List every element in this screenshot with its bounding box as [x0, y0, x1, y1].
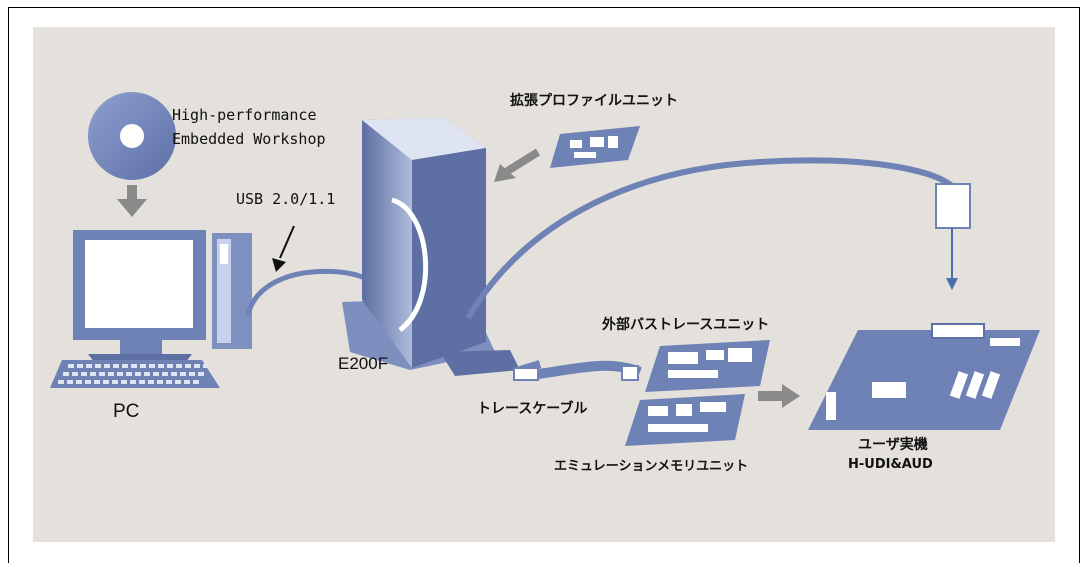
keyboard-key [112, 380, 118, 384]
keyboard-key [58, 380, 64, 384]
keyboard-key [139, 380, 145, 384]
keyboard-key [95, 364, 101, 368]
keyboard-key [198, 372, 204, 376]
keyboard-key [171, 372, 177, 376]
keyboard-key [194, 364, 200, 368]
keyboard-key [126, 372, 132, 376]
keyboard-key [144, 372, 150, 376]
keyboard-key [149, 364, 155, 368]
pc-tower-icon [212, 233, 252, 349]
h-udi-connector [935, 183, 971, 229]
user-system-label: ユーザ実機 [858, 437, 928, 453]
keyboard-key [77, 364, 83, 368]
keyboard-key [167, 364, 173, 368]
keyboard-key [104, 364, 110, 368]
keyboard-key [189, 372, 195, 376]
keyboard-key [148, 380, 154, 384]
keyboard-key [72, 372, 78, 376]
usb-label: USB 2.0/1.1 [236, 190, 336, 208]
usb-pointer-icon [272, 225, 295, 272]
software-name-line2: Embedded Workshop [172, 130, 326, 148]
external-bus-trace-unit-label: 外部バストレースユニット [602, 317, 770, 333]
trace-cable-icon [513, 360, 642, 381]
keyboard-key [180, 372, 186, 376]
keyboard-key [131, 364, 137, 368]
e200f-label: E200F [338, 354, 389, 373]
pc-monitor-icon [73, 230, 206, 362]
extension-profile-unit-label: 拡張プロファイルユニット [510, 93, 678, 109]
keyboard-key [63, 372, 69, 376]
keyboard-key [135, 372, 141, 376]
keyboard-key [113, 364, 119, 368]
keyboard-key [67, 380, 73, 384]
keyboard-key [176, 364, 182, 368]
emulation-memory-board-icon [625, 394, 745, 446]
keyboard-key [158, 364, 164, 368]
keyboard-key [193, 380, 199, 384]
keyboard-key [121, 380, 127, 384]
keyboard-key [130, 380, 136, 384]
pc-label: PC [113, 401, 140, 422]
keyboard-key [81, 372, 87, 376]
keyboard-key [103, 380, 109, 384]
e200f-emulator-icon [342, 118, 520, 376]
keyboard-key [85, 380, 91, 384]
h-udi-cable [465, 157, 954, 320]
extension-profile-board-icon [550, 126, 640, 168]
keyboard-key [86, 364, 92, 368]
keyboard-key [175, 380, 181, 384]
external-bus-trace-board-icon [645, 340, 770, 392]
keyboard-key [153, 372, 159, 376]
keyboard-key [94, 380, 100, 384]
keyboard-key [68, 364, 74, 368]
keyboard-key [162, 372, 168, 376]
keyboard-key [122, 364, 128, 368]
keyboard-key [185, 364, 191, 368]
keyboard-key [117, 372, 123, 376]
install-arrow-icon [117, 185, 147, 217]
connect-arrow-icon [946, 228, 958, 290]
keyboard-key [140, 364, 146, 368]
trace-cable-label: トレースケーブル [477, 401, 588, 417]
keyboard-key [166, 380, 172, 384]
keyboard-key [90, 372, 96, 376]
keyboard-key [99, 372, 105, 376]
attach-arrow-icon [494, 148, 541, 182]
keyboard-key [203, 364, 209, 368]
keyboard-icon [50, 360, 220, 388]
keyboard-key [157, 380, 163, 384]
keyboard-key [184, 380, 190, 384]
software-name-line1: High-performance [172, 106, 317, 124]
keyboard-key [108, 372, 114, 376]
keyboard-key [76, 380, 82, 384]
user-system-board-icon [808, 323, 1040, 430]
cd-rom-icon [88, 92, 176, 180]
figure-frame [8, 7, 1080, 563]
interface-label: H-UDI&AUD [848, 457, 933, 472]
emulation-memory-unit-label: エミュレーションメモリユニット [554, 459, 749, 474]
board-arrow-icon [758, 384, 800, 408]
